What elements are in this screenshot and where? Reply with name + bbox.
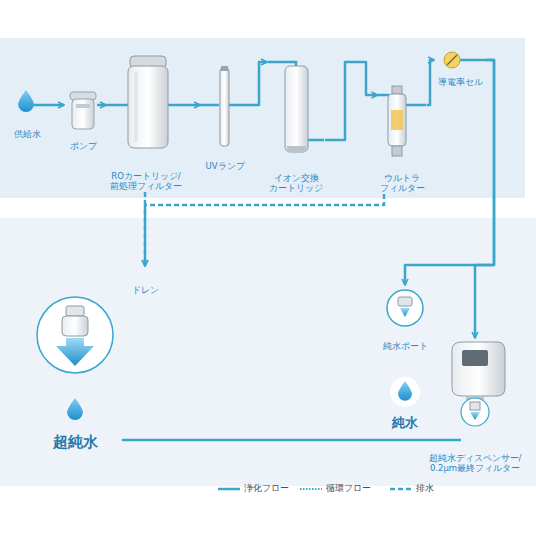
flow-line bbox=[46, 104, 64, 107]
ion-exchange-cartridge bbox=[285, 66, 308, 152]
uv-lamp bbox=[220, 66, 229, 146]
component-label: UVランプ bbox=[205, 161, 244, 171]
ultrapure-water-node: 超純水 bbox=[28, 295, 122, 452]
ultra-filter-node: ウルトラ フィルター bbox=[378, 82, 427, 194]
flow-line bbox=[122, 439, 418, 442]
pure-water-port-icon bbox=[387, 290, 423, 326]
component-label: ウルトラ フィルター bbox=[380, 173, 425, 193]
ro-cartridge bbox=[128, 56, 168, 148]
component-label: 導電率セル bbox=[438, 77, 483, 87]
component-label: 純水ポート bbox=[383, 341, 428, 351]
pure-water-port-node: 純水ポート bbox=[376, 285, 434, 352]
ro-cartridge-node: ROカートリッジ/ 前処理フィルター bbox=[106, 52, 186, 192]
supply-water-node: 供給水 bbox=[8, 92, 46, 140]
component-label: 超純水ディスペンサー/ 0.2μm最終フィルター bbox=[420, 453, 530, 473]
background-panels bbox=[0, 38, 536, 486]
conductivity-cell-node: 導電率セル bbox=[434, 50, 486, 88]
pump-node: ポンプ bbox=[64, 86, 102, 152]
flow-line bbox=[250, 62, 267, 105]
uv-lamp-node: UVランプ bbox=[200, 66, 250, 172]
ion-exchange-node: イオン交換 カートリッジ bbox=[267, 58, 325, 194]
component-label: イオン交換 カートリッジ bbox=[269, 173, 323, 193]
ultra-filter bbox=[388, 86, 406, 156]
flow-line bbox=[102, 104, 106, 107]
flow-line bbox=[475, 60, 494, 338]
legend-text: 排水 bbox=[416, 483, 434, 493]
flow-line bbox=[405, 60, 494, 285]
ultrapure-icon bbox=[37, 297, 113, 420]
flow-line bbox=[427, 60, 435, 105]
pure-water-drop bbox=[390, 377, 420, 407]
conductivity-cell bbox=[444, 52, 460, 68]
pure-water-node: 純水 bbox=[383, 376, 427, 432]
component-label: ドレン bbox=[132, 285, 159, 295]
component-label: 純水 bbox=[392, 415, 418, 431]
dispenser-node: 超純水ディスペンサー/ 0.2μm最終フィルター bbox=[418, 338, 532, 474]
flow-line bbox=[325, 62, 378, 140]
pipe-stubs bbox=[33, 60, 486, 440]
pump-icon bbox=[70, 92, 96, 129]
component-label: ポンプ bbox=[70, 141, 97, 151]
water-drop bbox=[18, 90, 34, 112]
dispenser-device bbox=[452, 342, 505, 426]
legend-text: 循環フロー bbox=[326, 483, 371, 493]
flow-line bbox=[186, 104, 200, 107]
flow-line bbox=[145, 194, 384, 266]
flow-line bbox=[144, 192, 147, 266]
component-label: 供給水 bbox=[14, 129, 41, 139]
component-label: ROカートリッジ/ 前処理フィルター bbox=[108, 171, 184, 191]
component-label: 超純水 bbox=[53, 433, 98, 451]
legend-text: 浄化フロー bbox=[244, 483, 289, 493]
drain-node: ドレン bbox=[126, 266, 164, 296]
